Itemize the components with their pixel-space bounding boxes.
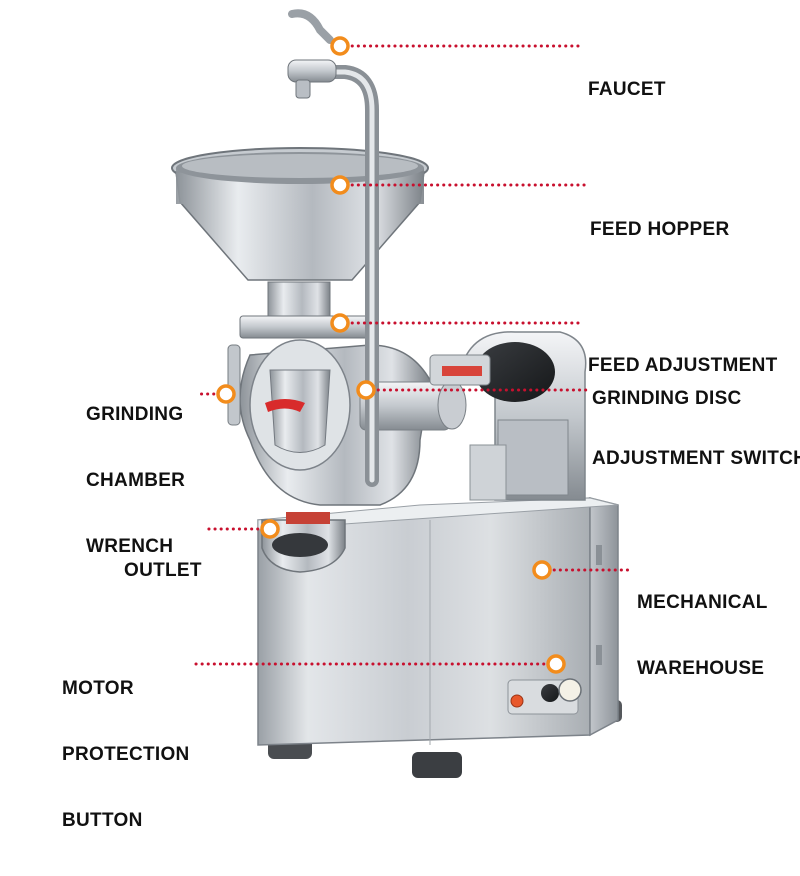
marker-motor-protection-button-icon bbox=[546, 654, 566, 674]
grinding-head bbox=[227, 339, 491, 506]
label-line: MOTOR bbox=[62, 678, 134, 699]
label-outlet: OUTLET bbox=[124, 516, 202, 626]
diagram-canvas: FAUCET FEED HOPPER FEED ADJUSTMENT GRIND… bbox=[62, 9, 800, 831]
feed-hopper bbox=[171, 147, 429, 281]
motor-housing bbox=[459, 331, 587, 501]
label-line: GRINDING DISC bbox=[592, 388, 742, 409]
marker-feed-adjustment-icon bbox=[330, 313, 350, 333]
label-line: FEED HOPPER bbox=[590, 219, 730, 240]
grinder-machine-illustration bbox=[171, 9, 635, 778]
label-feed-hopper: FEED HOPPER bbox=[590, 175, 730, 285]
label-line: FAUCET bbox=[588, 79, 666, 100]
faucet-pipe bbox=[287, 9, 379, 487]
label-line: MECHANICAL bbox=[637, 592, 768, 613]
label-motor-protection-button: MOTOR PROTECTION BUTTON bbox=[62, 634, 190, 876]
label-line: FEED ADJUSTMENT bbox=[588, 355, 778, 376]
label-line: WAREHOUSE bbox=[637, 658, 765, 679]
label-line: OUTLET bbox=[124, 560, 202, 581]
label-faucet: FAUCET bbox=[588, 35, 666, 145]
label-line: PROTECTION bbox=[62, 744, 190, 765]
outlet-spout bbox=[261, 512, 346, 573]
label-line: BUTTON bbox=[62, 810, 143, 831]
annotation-markers bbox=[216, 36, 566, 674]
label-mechanical-warehouse: MECHANICAL WAREHOUSE bbox=[637, 548, 768, 724]
label-line: ADJUSTMENT SWITCH bbox=[592, 448, 800, 469]
marker-mechanical-warehouse-icon bbox=[532, 560, 552, 580]
marker-grinding-disc-adjustment-switch-icon bbox=[356, 380, 376, 400]
control-panel bbox=[507, 678, 582, 715]
marker-grinding-chamber-wrench-icon bbox=[216, 384, 236, 404]
marker-outlet-icon bbox=[260, 519, 280, 539]
feed-throat bbox=[239, 281, 371, 339]
label-grinding-disc-adjustment-switch: GRINDING DISC ADJUSTMENT SWITCH bbox=[592, 349, 800, 509]
marker-faucet-icon bbox=[330, 36, 350, 56]
marker-feed-hopper-icon bbox=[330, 175, 350, 195]
mechanical-warehouse-cabinet bbox=[257, 497, 619, 746]
label-feed-adjustment: FEED ADJUSTMENT bbox=[588, 311, 778, 421]
label-line: GRINDING bbox=[86, 404, 184, 425]
label-line: CHAMBER bbox=[86, 470, 186, 491]
label-line: WRENCH bbox=[86, 536, 174, 557]
label-grinding-chamber-wrench: GRINDING CHAMBER WRENCH bbox=[86, 360, 185, 602]
